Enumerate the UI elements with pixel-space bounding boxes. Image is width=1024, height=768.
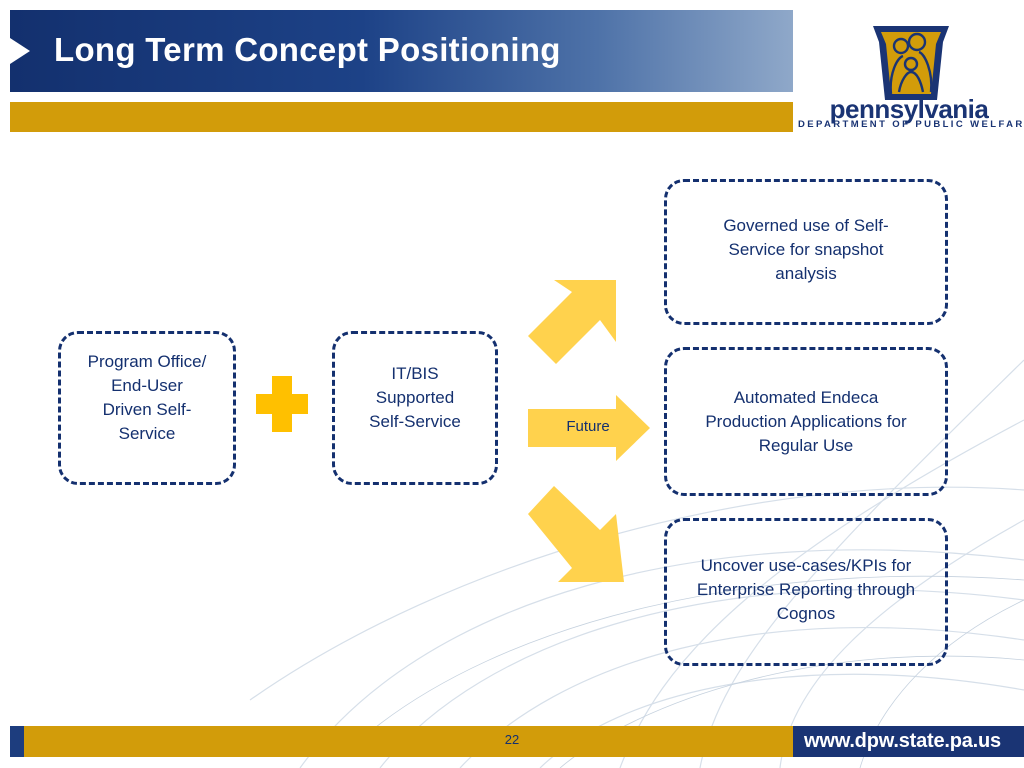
page-number: 22: [504, 732, 520, 747]
page-title: Long Term Concept Positioning: [54, 31, 561, 68]
footer-left-strip: [10, 726, 24, 757]
future-label: Future: [566, 418, 610, 435]
governed-use-box: Governed use of Self- Service for snapsh…: [664, 179, 948, 325]
program-office-text: Program Office/ End-User Driven Self- Se…: [87, 352, 207, 443]
uncover-use-cases-box: Uncover use-cases/KPIs for Enterprise Re…: [664, 518, 948, 666]
arrow-down-right-icon: [528, 486, 624, 582]
title-chevron-icon: [10, 38, 30, 64]
plus-icon: [256, 376, 308, 432]
program-office-box: Program Office/ End-User Driven Self- Se…: [58, 331, 236, 485]
footer-gold-bar: [10, 726, 793, 757]
it-bis-text: IT/BIS Supported Self-Service: [369, 364, 461, 431]
logo-name: pennsylvania: [829, 94, 989, 124]
automated-endeca-text: Automated Endeca Production Applications…: [705, 387, 907, 455]
it-bis-box: IT/BIS Supported Self-Service: [332, 331, 498, 485]
footer-url-box: [793, 726, 1024, 757]
title-bar: [10, 10, 793, 92]
logo-department: DEPARTMENT OF PUBLIC WELFARE: [798, 119, 1024, 130]
keystone-icon: [873, 26, 949, 100]
footer-url-link[interactable]: www.dpw.state.pa.us: [804, 730, 1001, 752]
pennsylvania-logo: pennsylvania DEPARTMENT OF PUBLIC WELFAR…: [798, 16, 1024, 136]
arrow-up-right-icon: [528, 280, 616, 364]
future-arrow-icon: [528, 395, 650, 461]
governed-use-text: Governed use of Self- Service for snapsh…: [723, 216, 889, 283]
automated-endeca-box: Automated Endeca Production Applications…: [664, 347, 948, 496]
header-gold-bar: [10, 102, 793, 132]
uncover-use-cases-text: Uncover use-cases/KPIs for Enterprise Re…: [696, 556, 916, 623]
